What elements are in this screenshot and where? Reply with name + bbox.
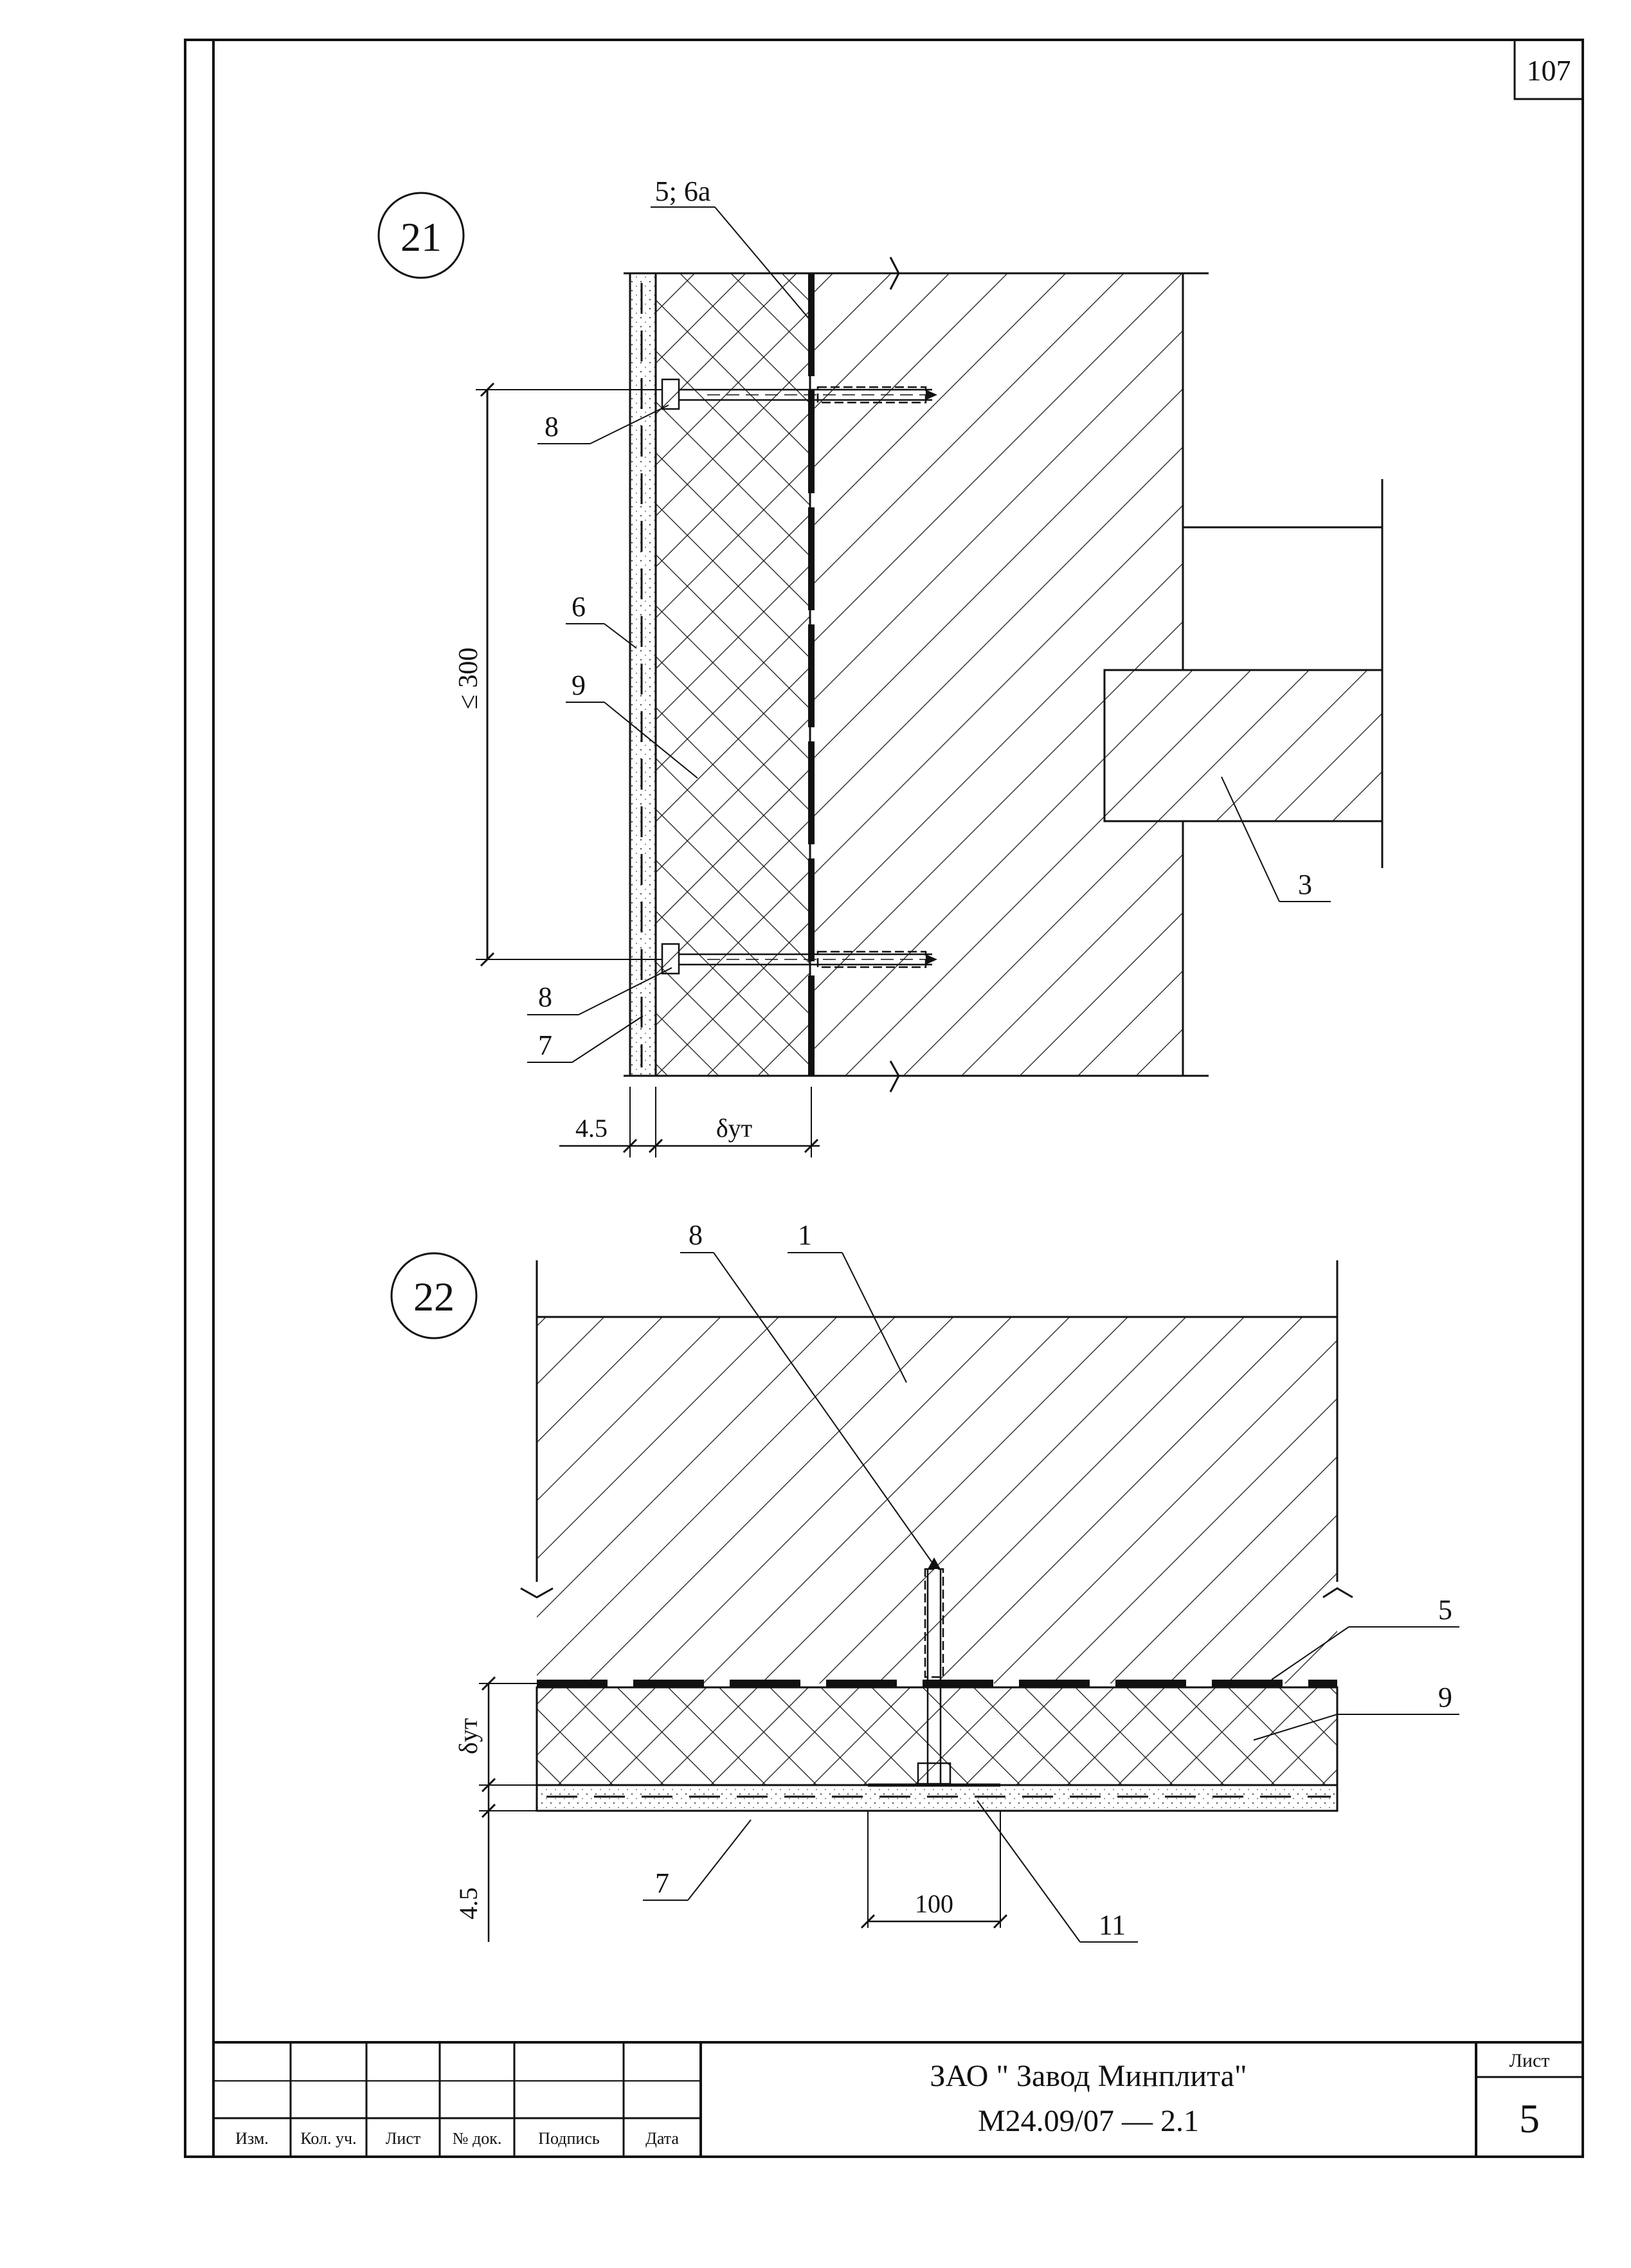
slab-element	[1103, 669, 1383, 822]
svg-text:9: 9	[1438, 1682, 1452, 1713]
dim-insulation-22: δут	[454, 1718, 483, 1754]
anchor-22	[868, 1557, 1000, 1787]
dim-washer-label: 100	[915, 1889, 953, 1918]
tb-doc-code: М24.09/07 — 2.1	[978, 2104, 1199, 2138]
callout-8-bottom: 8	[527, 967, 672, 1015]
svg-text:6: 6	[572, 591, 586, 622]
dim-layers-22: δут 4.5	[454, 1676, 537, 1942]
svg-text:3: 3	[1298, 869, 1312, 900]
tb-header-sign: Подпись	[538, 2129, 600, 2148]
dim-insulation-21: δут	[716, 1114, 752, 1143]
dim-spacing-21: ≤ 300	[454, 382, 662, 967]
dim-plaster-21: 4.5	[575, 1114, 608, 1143]
callout-3: 3	[1221, 776, 1331, 902]
page-number-box: 107	[1513, 39, 1584, 100]
callout-6: 6	[566, 591, 637, 649]
detail-21: 21	[377, 176, 1383, 1157]
callout-1-22: 1	[788, 1219, 907, 1383]
callout-5-6a: 5; 6а	[651, 176, 812, 322]
callout-8-top: 8	[537, 404, 669, 444]
detail-21-number: 21	[401, 214, 442, 260]
dim-spacing-label: ≤ 300	[454, 648, 483, 710]
svg-text:8: 8	[689, 1219, 703, 1251]
dim-layers-21: 4.5 δут	[559, 1087, 820, 1157]
insulation-layer-22	[536, 1686, 1338, 1786]
callout-9: 9	[566, 669, 698, 779]
svg-text:7: 7	[538, 1030, 552, 1061]
tb-company: ЗАО " Завод Минплита"	[930, 2059, 1247, 2093]
plaster-layer-21	[629, 272, 657, 1077]
wall-body-22	[537, 1317, 1337, 1683]
svg-text:9: 9	[572, 669, 586, 701]
callout-7-22: 7	[643, 1819, 752, 1901]
dim-plaster-22: 4.5	[454, 1887, 483, 1919]
anchor-top	[661, 378, 937, 410]
detail-22: 22	[390, 1219, 1459, 1943]
tb-sheet-number: 5	[1519, 2096, 1540, 2141]
callout-11-22: 11	[977, 1800, 1138, 1943]
dim-washer-22: 100	[860, 1811, 1008, 1929]
tb-header-doc: № док.	[453, 2129, 502, 2148]
page-number: 107	[1527, 54, 1571, 87]
svg-text:11: 11	[1099, 1909, 1126, 1941]
plaster-layer-22	[536, 1784, 1338, 1812]
svg-text:7: 7	[655, 1867, 669, 1899]
svg-text:8: 8	[538, 981, 552, 1013]
tb-header-kol: Кол. уч.	[300, 2129, 356, 2148]
tb-sheet-label: Лист	[1509, 2050, 1550, 2071]
tb-header-date: Дата	[645, 2129, 679, 2148]
title-block: Изм. Кол. уч. Лист № док. Подпись Дата З…	[212, 2041, 1584, 2158]
svg-text:5; 6а: 5; 6а	[655, 176, 711, 207]
tb-header-list: Лист	[386, 2129, 420, 2148]
callout-9-22: 9	[1253, 1682, 1459, 1741]
callout-8-22: 8	[680, 1219, 933, 1563]
svg-text:8: 8	[545, 411, 559, 442]
tb-header-izm: Изм.	[235, 2129, 269, 2148]
svg-text:1: 1	[798, 1219, 812, 1251]
svg-text:5: 5	[1438, 1594, 1452, 1626]
callout-5-22: 5	[1271, 1594, 1459, 1680]
detail-22-number: 22	[413, 1274, 455, 1320]
callout-7: 7	[527, 1015, 644, 1063]
